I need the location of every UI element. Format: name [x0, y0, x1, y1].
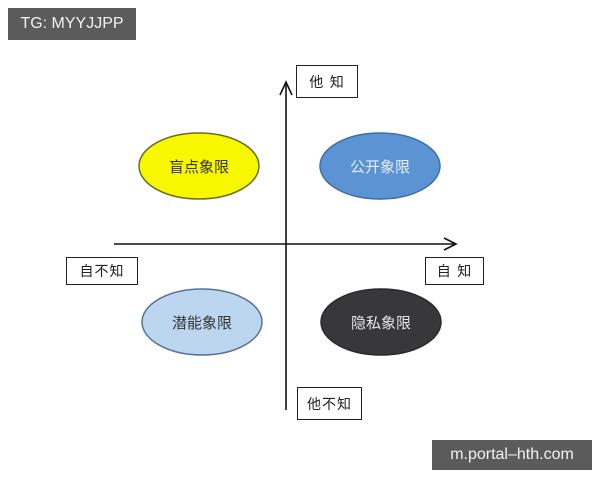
watermark-top-left: TG: MYYJJPP	[8, 8, 136, 40]
y-top-label: 他 知	[296, 65, 358, 98]
y-axis-arrow-icon	[279, 80, 293, 96]
potential-quadrant-label: 潜能象限	[171, 313, 232, 332]
potential-quadrant-ellipse	[141, 288, 263, 356]
watermark-bottom-right: m.portal–hth.com	[432, 440, 592, 470]
x-right-label: 自 知	[425, 257, 484, 285]
open-quadrant-ellipse	[319, 132, 441, 200]
open-quadrant-label: 公开象限	[349, 157, 410, 176]
x-axis-arrow-icon	[443, 237, 458, 251]
private-quadrant-label: 隐私象限	[350, 313, 411, 332]
private-quadrant-ellipse	[320, 288, 442, 356]
x-left-label: 自不知	[66, 257, 138, 285]
blind-quadrant-ellipse	[138, 132, 260, 200]
blind-quadrant-label: 盲点象限	[168, 157, 229, 176]
y-bottom-label: 他不知	[297, 387, 362, 420]
